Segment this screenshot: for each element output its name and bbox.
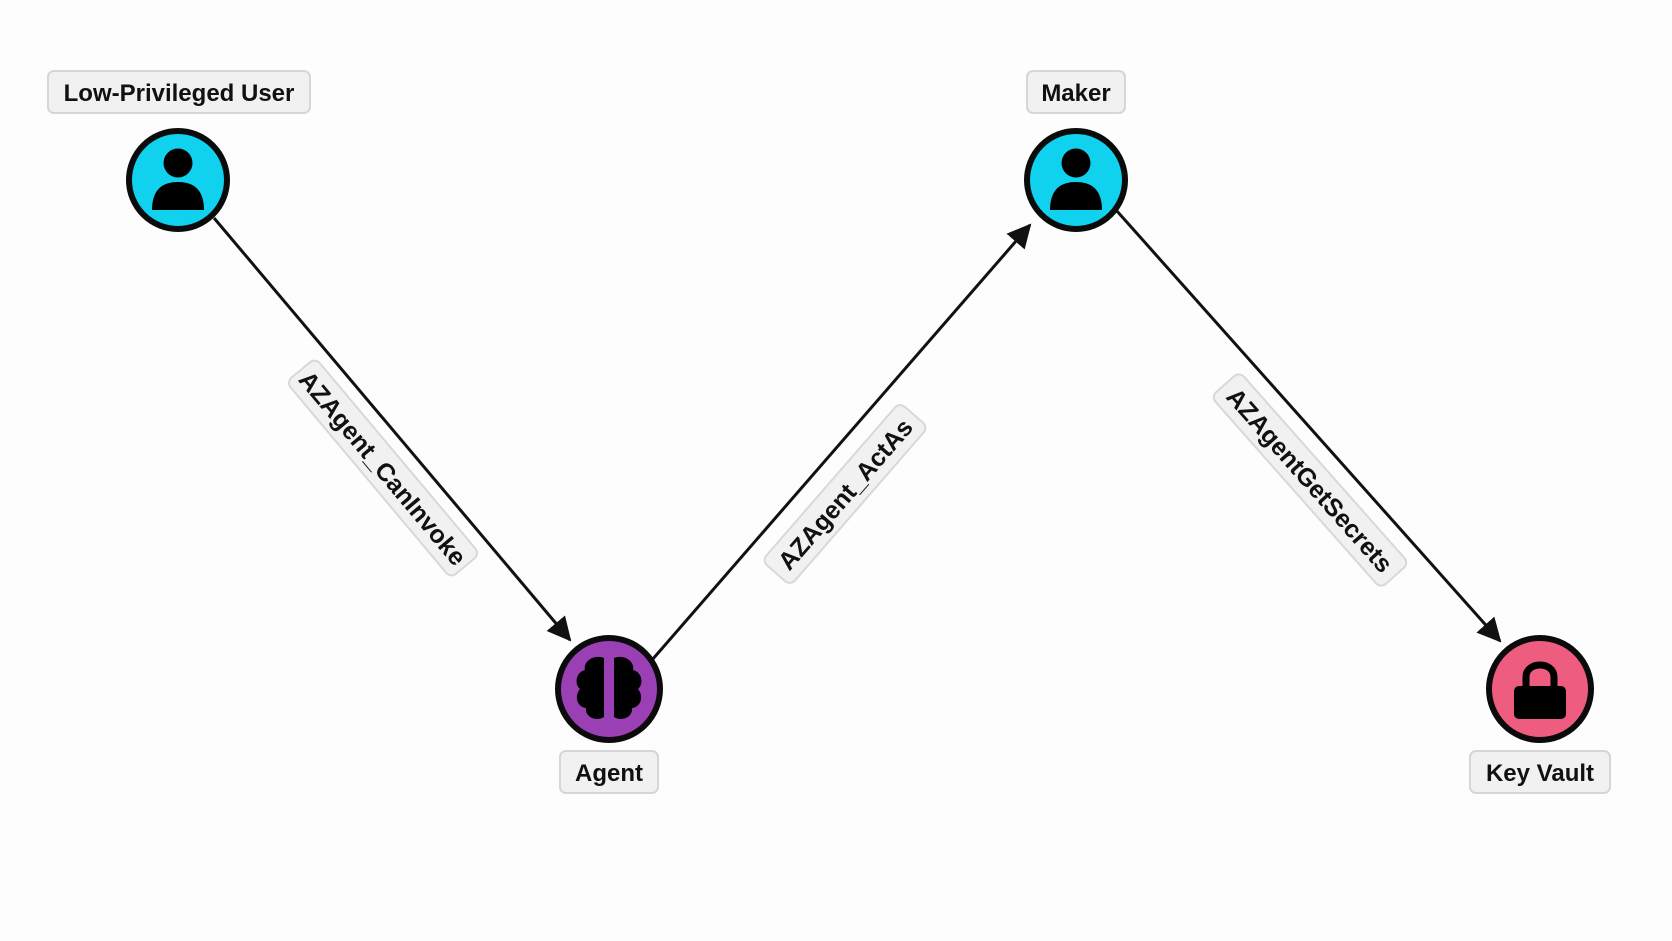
edge-label-act-as[interactable]: AZAgent_ActAs — [762, 402, 928, 585]
edge-get-secrets[interactable] — [1114, 209, 1502, 643]
edge-can-invoke-line — [212, 217, 572, 642]
node-label-key-vault: Key Vault — [1486, 760, 1594, 787]
node-circle-agent — [555, 635, 663, 743]
node-agent[interactable]: Agent — [555, 635, 663, 794]
brain-icon — [576, 656, 642, 719]
edge-label-get-secrets[interactable]: AZAgentGetSecrets — [1211, 372, 1409, 589]
node-label-box — [1469, 750, 1611, 794]
edge-label-can-invoke[interactable]: AZAgent_CanInvoke — [286, 358, 480, 579]
node-label-maker: Maker — [1041, 80, 1110, 107]
edge-label-act-as-box — [763, 404, 927, 584]
edge-label-can-invoke-box — [288, 359, 478, 577]
user-icon — [1050, 148, 1102, 210]
edge-label-get-secrets-text: AZAgentGetSecrets — [1221, 383, 1398, 578]
node-label-box — [559, 750, 659, 794]
edge-act-as[interactable] — [650, 223, 1032, 661]
user-icon — [152, 148, 204, 210]
node-label-agent: Agent — [575, 760, 643, 787]
lock-icon — [1514, 661, 1566, 719]
node-maker[interactable]: Maker — [1024, 70, 1128, 232]
edge-label-can-invoke-text: AZAgent_CanInvoke — [293, 366, 472, 571]
node-circle-low-privileged-user — [126, 128, 230, 232]
edge-get-secrets-line — [1114, 209, 1502, 643]
edge-label-get-secrets-box — [1212, 373, 1408, 587]
node-label-box — [47, 70, 311, 114]
edge-can-invoke[interactable] — [212, 217, 572, 642]
edge-act-as-line — [650, 223, 1032, 661]
node-key-vault[interactable]: Key Vault — [1469, 635, 1611, 794]
node-label-box — [1026, 70, 1126, 114]
node-label-low-privileged-user: Low-Privileged User — [64, 80, 295, 107]
node-low-privileged-user[interactable]: Low-Privileged User — [47, 70, 311, 232]
node-circle-maker — [1024, 128, 1128, 232]
